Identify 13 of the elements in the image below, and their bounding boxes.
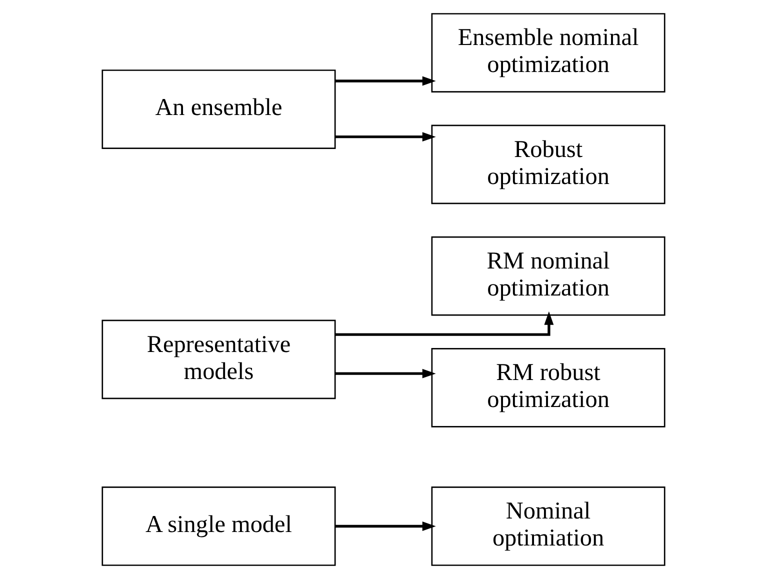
- node-box: Robust optimization: [430, 124, 665, 204]
- node-box: Ensemble nominal optimization: [430, 13, 665, 92]
- arrow: [334, 132, 436, 142]
- node-box: An ensemble: [101, 70, 336, 149]
- node-box: A single model: [101, 486, 336, 566]
- node-box: RM robust optimization: [430, 348, 665, 428]
- node-box: Representative models: [101, 320, 336, 400]
- arrow: [334, 311, 554, 336]
- arrow: [334, 368, 436, 378]
- arrow: [334, 522, 436, 531]
- node-box: Nominal optimiation: [430, 486, 665, 566]
- node-box: RM nominal optimization: [430, 236, 665, 316]
- arrow: [334, 76, 436, 86]
